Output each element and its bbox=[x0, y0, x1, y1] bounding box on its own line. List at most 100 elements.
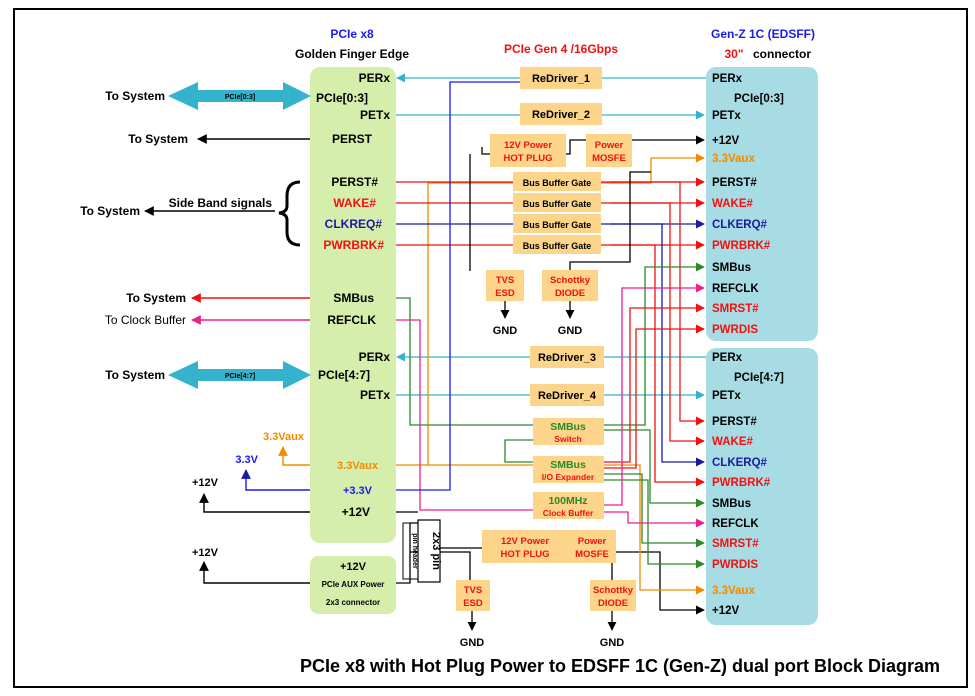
golden-perx1: PERx bbox=[359, 71, 391, 85]
genz-header-1: Gen-Z 1C (EDSFF) bbox=[711, 27, 815, 41]
tvs1-b: ESD bbox=[495, 288, 515, 299]
gen-header: PCIe Gen 4 /16Gbps bbox=[504, 42, 618, 56]
vaux-left-arrow bbox=[278, 446, 310, 466]
smbus-switch-a: SMBus bbox=[550, 421, 586, 433]
mosfe1-a: Power bbox=[595, 140, 624, 151]
refclk2-wire bbox=[604, 511, 705, 528]
pwrbrk2-wire bbox=[610, 244, 705, 487]
golden-header-1: PCIe x8 bbox=[330, 27, 374, 41]
golden-finger-block bbox=[310, 67, 396, 543]
golden-petx2: PETx bbox=[360, 388, 390, 402]
bbg3-label: Bus Buffer Gate bbox=[523, 220, 592, 230]
golden-header-2: Golden Finger Edge bbox=[295, 47, 409, 61]
to-system-2: To System bbox=[128, 132, 188, 146]
genz2-perx: PERx bbox=[712, 352, 743, 364]
genz2-clkreq: CLKERQ# bbox=[712, 457, 768, 469]
gnd4: GND bbox=[600, 637, 625, 649]
bbg2-label: Bus Buffer Gate bbox=[523, 199, 592, 209]
redriver1-box bbox=[520, 67, 602, 89]
genz-port2-block bbox=[706, 348, 818, 625]
redriver4-label: ReDriver_4 bbox=[538, 390, 597, 402]
golden-wake: WAKE# bbox=[333, 196, 376, 210]
diagram-title: PCIe x8 with Hot Plug Power to EDSFF 1C … bbox=[300, 656, 940, 676]
pin-header-line1: 2x3 pin bbox=[430, 532, 442, 570]
vaux1-wire bbox=[427, 153, 705, 465]
genz1-refclk: REFCLK bbox=[712, 283, 759, 295]
wake2-wire bbox=[610, 202, 705, 446]
aux-line1: +12V bbox=[340, 561, 367, 573]
genz1-clkreq: CLKERQ# bbox=[712, 219, 768, 231]
tvs2-box bbox=[456, 580, 490, 611]
perst2-wire bbox=[610, 181, 705, 426]
mosfe2-a: Power bbox=[578, 536, 607, 547]
smbus1-wire bbox=[604, 262, 705, 426]
genz2-refclk: REFCLK bbox=[712, 518, 759, 530]
genz1-pwrdis: PWRDIS bbox=[712, 324, 758, 336]
smbus-switch-box bbox=[533, 418, 604, 445]
pcie-4-7-arrow bbox=[168, 361, 311, 389]
golden-v33: +3.3V bbox=[343, 485, 373, 497]
sideband-brace bbox=[278, 180, 301, 247]
schottky2-b: DIODE bbox=[598, 598, 628, 609]
tvs1-a: TVS bbox=[496, 275, 514, 286]
genz1-perx: PERx bbox=[712, 73, 743, 85]
left-arrows bbox=[144, 82, 311, 584]
redriver2-label: ReDriver_2 bbox=[532, 109, 590, 121]
genz2-smrst: SMRST# bbox=[712, 538, 759, 550]
p12-left-b: +12V bbox=[192, 547, 219, 559]
pcie-0-3-arrow bbox=[168, 82, 311, 110]
genz-header-2b: connector bbox=[753, 47, 811, 61]
to-clock-buffer: To Clock Buffer bbox=[105, 313, 186, 327]
pin-header-inner bbox=[402, 522, 419, 580]
vaux-left: 3.3Vaux bbox=[263, 431, 305, 443]
golden-pcie03: PCIe[0:3] bbox=[316, 91, 368, 105]
golden-perst: PERST bbox=[332, 132, 373, 146]
genz2-pcie: PCIe[4:7] bbox=[734, 372, 784, 384]
refclk1-wire bbox=[604, 283, 705, 506]
golden-clkreq: CLKREQ# bbox=[325, 217, 383, 231]
middle-blocks bbox=[456, 67, 636, 611]
clock-buffer-box bbox=[533, 492, 604, 519]
outer-frame bbox=[13, 8, 968, 688]
hotplug2-box bbox=[482, 530, 568, 563]
v33-left: 3.3V bbox=[235, 454, 258, 466]
golden-smbus: SMBus bbox=[333, 291, 374, 305]
hotplug1-b: HOT PLUG bbox=[503, 153, 552, 164]
clock-b: Clock Buffer bbox=[543, 508, 594, 518]
genz2-12v: +12V bbox=[712, 605, 740, 617]
golden-pwrbrk: PWRBRK# bbox=[323, 238, 384, 252]
gnd3: GND bbox=[460, 637, 485, 649]
genz2-pwrdis: PWRDIS bbox=[712, 559, 758, 571]
bbg2-box bbox=[513, 193, 601, 212]
to-system-3: To System bbox=[80, 204, 140, 218]
genz1-pcie: PCIe[0:3] bbox=[734, 93, 784, 105]
smbus2-wire bbox=[604, 429, 705, 508]
refclk-golden-wire bbox=[396, 319, 533, 511]
aux-line2: PCIe AUX Power bbox=[322, 580, 385, 589]
bbg1-box bbox=[513, 172, 601, 191]
genz1-12v: +12V bbox=[712, 135, 740, 147]
genz1-perst: PERST# bbox=[712, 177, 757, 189]
mosfe2-box bbox=[568, 530, 616, 563]
pcie-4-7-arrow-label: PCIe[4:7] bbox=[225, 373, 255, 380]
golden-perst-n: PERST# bbox=[331, 175, 378, 189]
hotplug2-a: 12V Power bbox=[501, 536, 549, 547]
mosfe2-12v-wire bbox=[604, 551, 705, 615]
schottky1-wire bbox=[569, 171, 651, 271]
side-band-label: Side Band signals bbox=[169, 196, 273, 210]
smbus-io-box bbox=[533, 456, 604, 483]
genz1-pwrbrk: PWRBRK# bbox=[712, 240, 771, 252]
hotplug1-box bbox=[490, 134, 566, 167]
golden-12v: +12V bbox=[342, 505, 370, 519]
hotplug2-b: HOT PLUG bbox=[500, 549, 549, 560]
io-pwrdis2-wire bbox=[604, 479, 705, 569]
redriver2-box bbox=[520, 103, 602, 125]
p12-left-arrow-b bbox=[199, 561, 310, 584]
schottky2-a: Schottky bbox=[593, 585, 634, 596]
golden-perx2: PERx bbox=[359, 350, 391, 364]
golden-pcie47: PCIe[4:7] bbox=[318, 368, 370, 382]
genz-port1-block bbox=[706, 67, 818, 341]
genz2-vaux: 3.3Vaux bbox=[712, 585, 755, 597]
switch-to-io-wire bbox=[504, 439, 533, 463]
tvs2-a: TVS bbox=[464, 585, 482, 596]
